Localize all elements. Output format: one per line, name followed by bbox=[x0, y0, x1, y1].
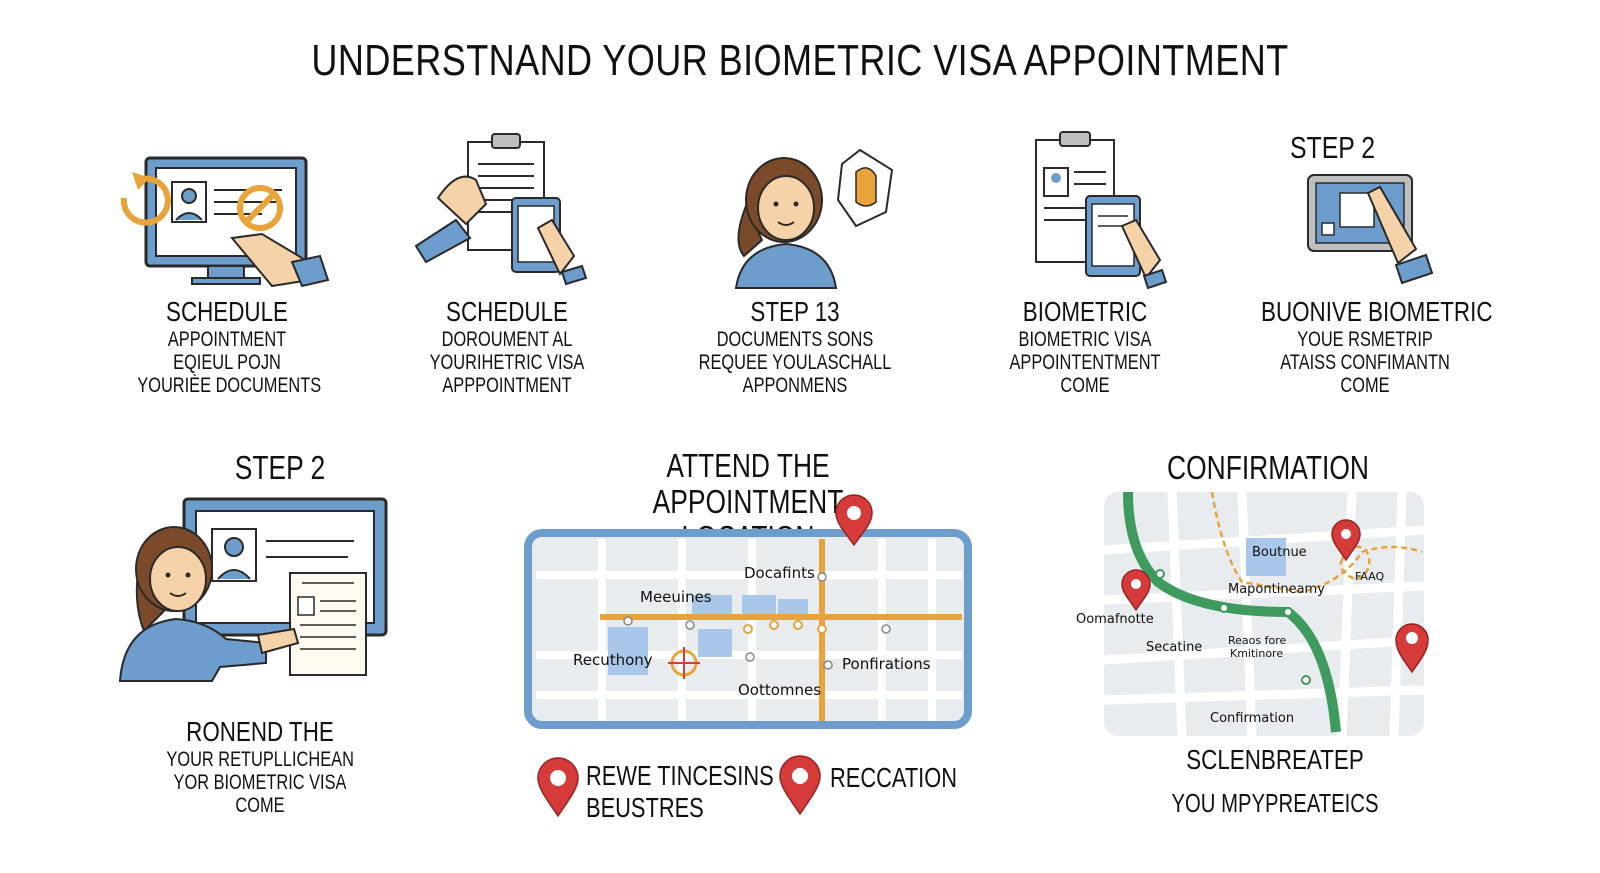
step-line: YOUE RSMETRIP bbox=[1297, 328, 1433, 351]
location-pin-icon bbox=[1395, 623, 1429, 674]
step-line: YOURIHETRIC VISA bbox=[429, 351, 585, 374]
step-line: APPOINTMENT bbox=[167, 328, 287, 351]
step-line: APPONMENS bbox=[742, 374, 848, 397]
map-label: Reaos fore bbox=[1228, 634, 1287, 647]
step-heading: BIOMETRIC bbox=[1022, 296, 1148, 327]
location-pin-icon bbox=[537, 757, 579, 818]
legend-item: REWE TINCESINS BEUSTRES bbox=[586, 760, 774, 824]
step-caption: BUONIVE BIOMETRIC YOUE RSMETRIP ATAISS C… bbox=[1235, 296, 1495, 397]
confirmation-map[interactable] bbox=[1102, 490, 1429, 738]
tablet-touch-icon bbox=[1307, 174, 1434, 285]
step-line: COME bbox=[1060, 374, 1110, 397]
step-heading: SCHEDULE bbox=[446, 296, 568, 327]
legend-item: RECCATION bbox=[830, 762, 957, 794]
middle-heading-line: ATTEND THE APPOINTMENT bbox=[652, 447, 844, 520]
step-caption: SCHEDULE APPOINTMENT EQIEUL POJN YOURIÈE… bbox=[112, 296, 342, 397]
location-pin-icon bbox=[1331, 519, 1361, 562]
caption-line: YOR BIOMETRIC VISA bbox=[173, 771, 347, 794]
right-section-caption: SCLENBREATEP YOU MPYPREATEICS bbox=[1140, 744, 1410, 818]
woman-at-computer-icon bbox=[118, 497, 388, 682]
map-label: Ponfirations bbox=[842, 655, 931, 673]
step-label-top: STEP 2 bbox=[1290, 130, 1376, 165]
step-heading: SCHEDULE bbox=[166, 296, 288, 327]
map-label: Oottomnes bbox=[738, 681, 822, 699]
step-line: REQUEE YOULASCHALL bbox=[698, 351, 892, 374]
location-pin-icon bbox=[779, 755, 821, 816]
step-heading: STEP 13 bbox=[750, 296, 840, 327]
page-title: UNDERSTNAND YOUR BIOMETRIC VISA APPOINTM… bbox=[311, 36, 1289, 85]
step-caption: BIOMETRIC BIOMETRIC VISA APPOINTENTMENT … bbox=[970, 296, 1200, 397]
left-section-heading: STEP 2 bbox=[234, 449, 326, 486]
step-caption: STEP 13 DOCUMENTS SONS REQUEE YOULASCHAL… bbox=[665, 296, 925, 397]
step-line: COME bbox=[1340, 374, 1390, 397]
step-line: YOURIÈE DOCUMENTS bbox=[137, 374, 322, 397]
caption-line: YOUR RETUPLLICHEAN bbox=[166, 748, 354, 771]
map-label: Oomafnotte bbox=[1076, 612, 1154, 627]
caption-heading: SCLENBREATEP bbox=[1186, 744, 1364, 775]
step-line: EQIEUL POJN bbox=[173, 351, 281, 374]
map-label: Kmitinore bbox=[1230, 647, 1284, 660]
step-line: BIOMETRIC VISA bbox=[1018, 328, 1152, 351]
map-label: Confirmation bbox=[1210, 711, 1295, 726]
location-pin-icon bbox=[1121, 569, 1151, 612]
clipboard-tablet-icon bbox=[414, 133, 588, 286]
step-line: ATAISS CONFIMANTN bbox=[1280, 351, 1450, 374]
legend-line: BEUSTRES bbox=[586, 792, 704, 823]
map-label: Recuthony bbox=[573, 651, 653, 669]
location-map[interactable] bbox=[522, 494, 974, 735]
map-label: Meeuines bbox=[640, 588, 712, 606]
caption-heading: RONEND THE bbox=[186, 716, 334, 747]
step-line: APPPOINTMENT bbox=[442, 374, 572, 397]
legend-line: REWE TINCESINS bbox=[586, 760, 774, 791]
map-label: FAAQ bbox=[1355, 570, 1385, 583]
caption-line: COME bbox=[235, 794, 285, 817]
step-heading: BUONIVE BIOMETRIC bbox=[1261, 296, 1493, 327]
step-line: DOCUMENTS SONS bbox=[716, 328, 874, 351]
map-label: Docafints bbox=[744, 564, 815, 582]
map-label: Mapontineamy bbox=[1228, 582, 1325, 597]
step-caption: SCHEDULE DOROUMENT AL YOURIHETRIC VISA A… bbox=[392, 296, 622, 397]
left-section-caption: RONEND THE YOUR RETUPLLICHEAN YOR BIOMET… bbox=[140, 716, 380, 817]
caption-line: YOU MPYPREATEICS bbox=[1171, 788, 1379, 818]
document-tablet-icon bbox=[1035, 131, 1168, 290]
legend-line: RECCATION bbox=[830, 762, 958, 793]
right-section-heading: CONFIRMATION bbox=[1167, 449, 1369, 486]
step-line: APPOINTENTMENT bbox=[1009, 351, 1161, 374]
applicant-woman-icon bbox=[734, 148, 894, 289]
map-label: Secatine bbox=[1146, 640, 1203, 655]
map-label: Boutnue bbox=[1252, 545, 1307, 560]
monitor-schedule-icon bbox=[120, 156, 330, 288]
step-line: DOROUMENT AL bbox=[441, 328, 573, 351]
